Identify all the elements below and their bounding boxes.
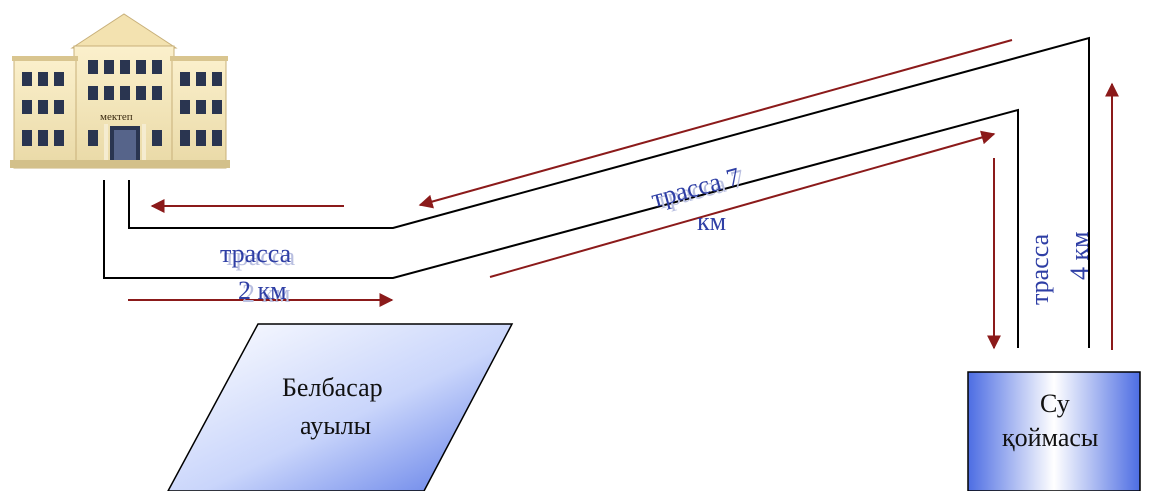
school-label: мектеп [100,111,133,123]
reservoir-name-line1: Су [1040,389,1070,418]
route-reservoir-distance: 4 км [1065,231,1094,280]
arrow-toward-reservoir [489,130,996,278]
route-main-unit: км [697,207,726,236]
label-route-school-village: трасса трасса 2 км 2 км [220,239,296,308]
road-inner [128,36,1090,348]
reservoir-name-line2: қоймасы [1002,423,1098,452]
reservoir-shape: Су қоймасы [967,371,1141,491]
school-building-icon [10,13,230,169]
route-word: трасса [220,239,292,268]
village-name-line2: ауылы [300,411,371,440]
label-route-reservoir: трасса 4 км [1025,231,1094,305]
label-route-main: трасса 7 трасса 7 км [648,162,748,236]
village-name-line1: Белбасар [282,373,383,402]
svg-text:трасса: трасса [224,242,296,271]
svg-text:2 км: 2 км [242,279,291,308]
route-reservoir-word: трасса [1025,233,1054,305]
direction-arrows [128,39,1119,350]
road-lines [103,36,1090,348]
arrow-toward-school-upper [418,39,1013,209]
route-distance: 2 км [238,276,287,305]
road-outer [103,108,1019,348]
village-shape: Белбасар ауылы [167,323,514,491]
